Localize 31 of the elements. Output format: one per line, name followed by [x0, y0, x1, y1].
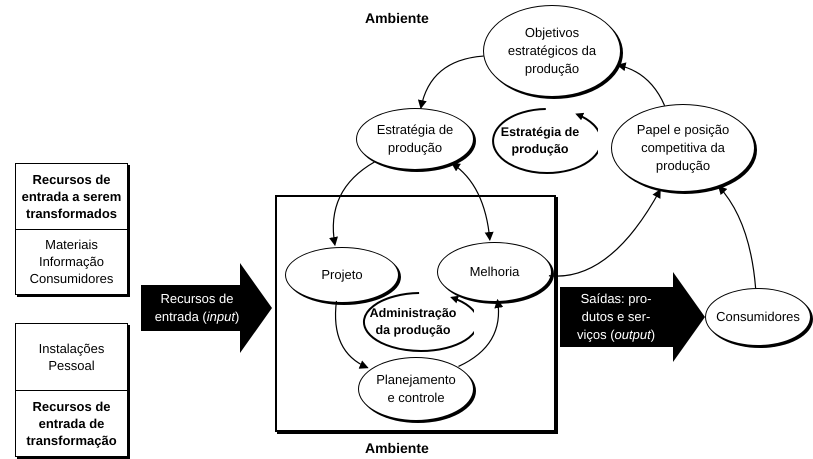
- arrow: [334, 300, 369, 368]
- ellipse-node: [358, 357, 474, 421]
- arrow: [718, 186, 756, 288]
- node-text: Planejamento e controle: [375, 371, 457, 407]
- node-text: Consumidores: [715, 308, 801, 326]
- block-arrow: [560, 272, 705, 362]
- box-text: Instalações Pessoal: [16, 324, 127, 390]
- arrow: [616, 62, 666, 106]
- arrow: [451, 162, 494, 242]
- box-text: Materiais Informação Consumidores: [28, 236, 114, 288]
- node-text: Estratégia de produção: [376, 121, 454, 157]
- box-heading: Recursos de entrada a serem transformados: [16, 164, 127, 230]
- node-text: Projeto: [320, 266, 364, 284]
- node-text: Papel e posição competitiva da produção: [636, 121, 730, 175]
- arrow: [458, 298, 503, 367]
- operation-box: [275, 195, 556, 432]
- resource-box: [15, 323, 128, 457]
- arrow: [548, 188, 661, 277]
- node-text: Objetivos estratégicos da produção: [506, 24, 598, 78]
- environment-label: Ambiente: [365, 9, 429, 28]
- node-text: Estratégia de produção: [500, 124, 580, 158]
- edge-label: Recursos de entrada (input): [154, 290, 240, 326]
- node-text: Administração da produção: [368, 305, 458, 339]
- block-arrow: [141, 263, 272, 353]
- node-text: Melhoria: [468, 263, 520, 281]
- environment-label: Ambiente: [365, 439, 429, 458]
- resource-box: [15, 163, 128, 295]
- box-heading: Recursos de entrada de transformação: [25, 398, 118, 450]
- arrow: [418, 55, 484, 110]
- edge-label: Saídas: pro- dutos e ser- viços (output): [576, 290, 656, 344]
- arrow: [329, 161, 376, 246]
